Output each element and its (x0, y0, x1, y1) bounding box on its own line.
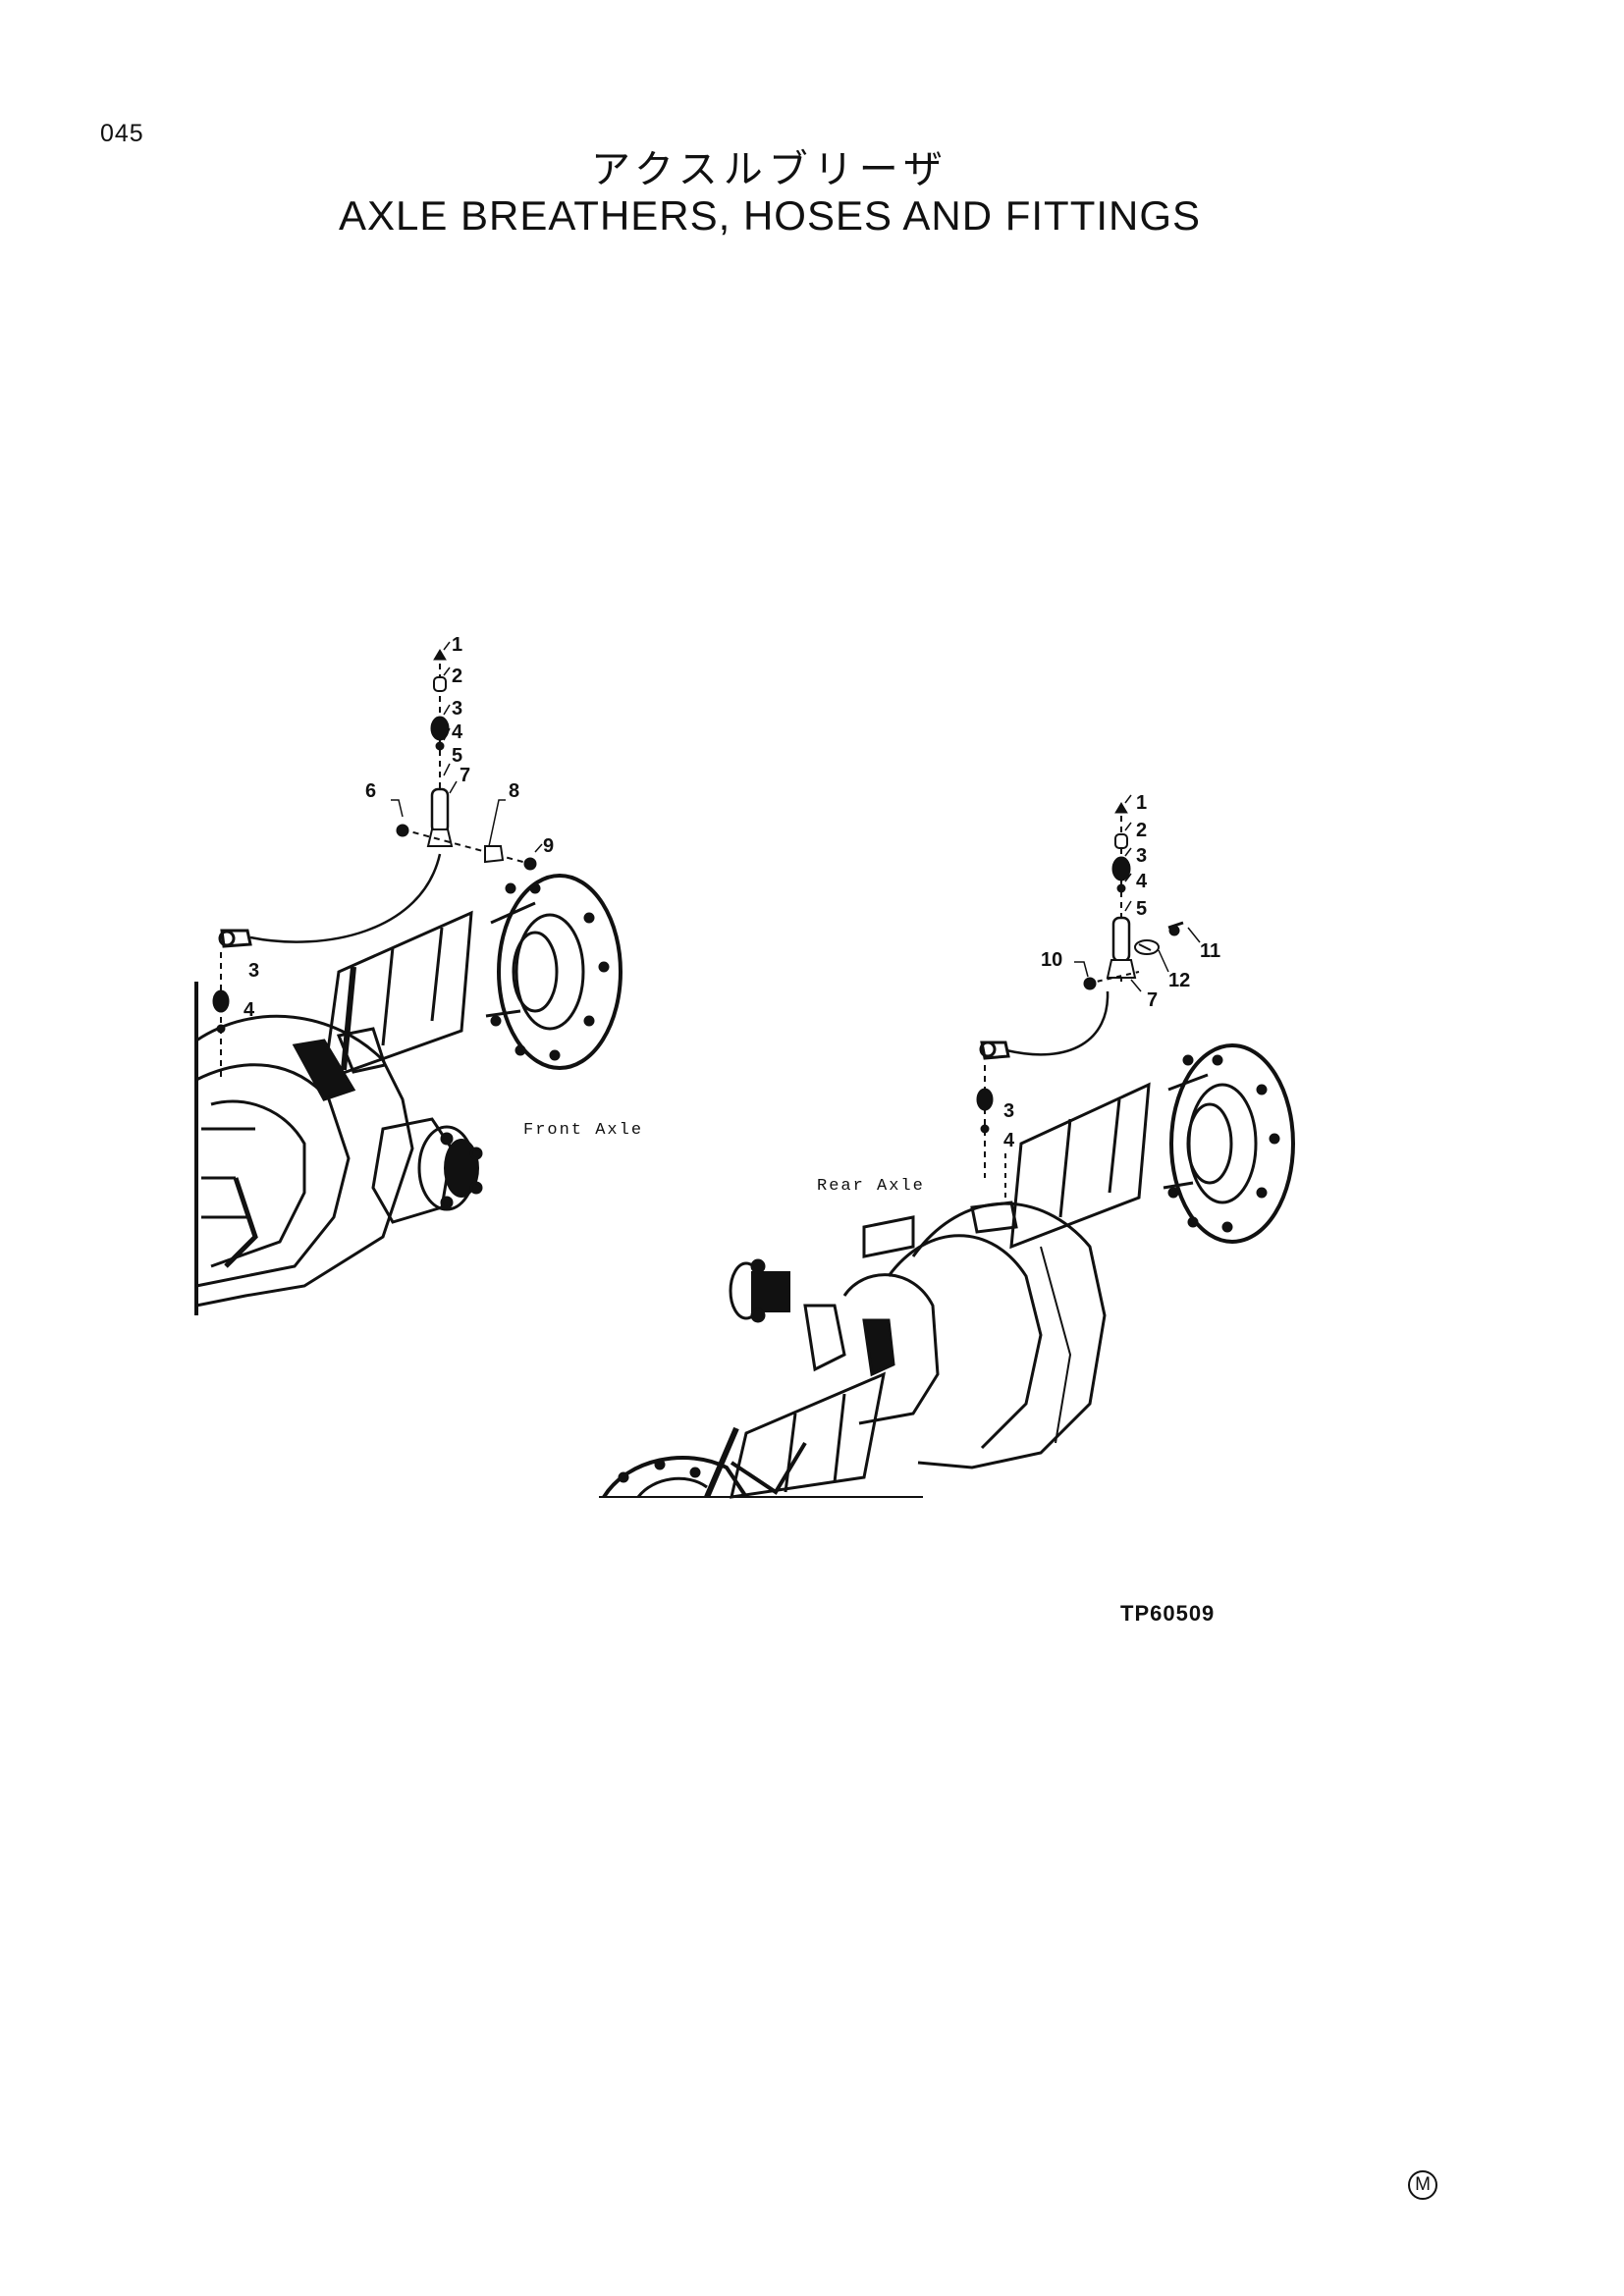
rear-axle-drawing (599, 794, 1295, 1499)
drawing-reference-code: TP60509 (1120, 1601, 1216, 1626)
callout-7: 7 (460, 765, 470, 786)
callout-4-lower: 4 (244, 999, 255, 1021)
callout-3: 3 (1136, 845, 1147, 867)
callout-3-lower: 3 (248, 960, 259, 982)
callout-2: 2 (1136, 820, 1147, 841)
callout-12: 12 (1168, 970, 1190, 991)
callout-10: 10 (1041, 949, 1062, 971)
rear-axle-label: Rear Axle (817, 1177, 925, 1196)
callout-4: 4 (452, 721, 463, 743)
front-axle-label: Front Axle (523, 1121, 643, 1140)
callout-3-lower: 3 (1003, 1100, 1014, 1122)
callout-6: 6 (365, 780, 376, 802)
callout-1: 1 (452, 634, 462, 656)
page-number: 045 (100, 120, 144, 147)
front-axle-drawing (194, 641, 623, 1315)
page-title: AXLE BREATHERS, HOSES AND FITTINGS (338, 192, 1202, 239)
callout-11: 11 (1200, 940, 1220, 962)
callout-3: 3 (452, 698, 462, 720)
callout-4-lower: 4 (1003, 1130, 1015, 1151)
callout-5: 5 (1136, 898, 1147, 920)
callout-8: 8 (509, 780, 519, 802)
callout-5: 5 (452, 745, 462, 767)
circled-m-mark: M (1408, 2170, 1437, 2200)
callout-4: 4 (1136, 871, 1148, 892)
callout-9: 9 (543, 835, 554, 857)
callout-2: 2 (452, 666, 462, 687)
rear-axle-callouts: 1 2 3 4 5 10 11 12 7 3 4 Rear Axle (817, 792, 1220, 1196)
page-title-japanese: アクスルブリーザ (591, 147, 948, 192)
callout-7: 7 (1147, 989, 1158, 1011)
callout-1: 1 (1136, 792, 1147, 814)
front-axle-callouts: 1 2 3 4 5 6 7 8 9 3 4 Front Axle (244, 634, 643, 1140)
